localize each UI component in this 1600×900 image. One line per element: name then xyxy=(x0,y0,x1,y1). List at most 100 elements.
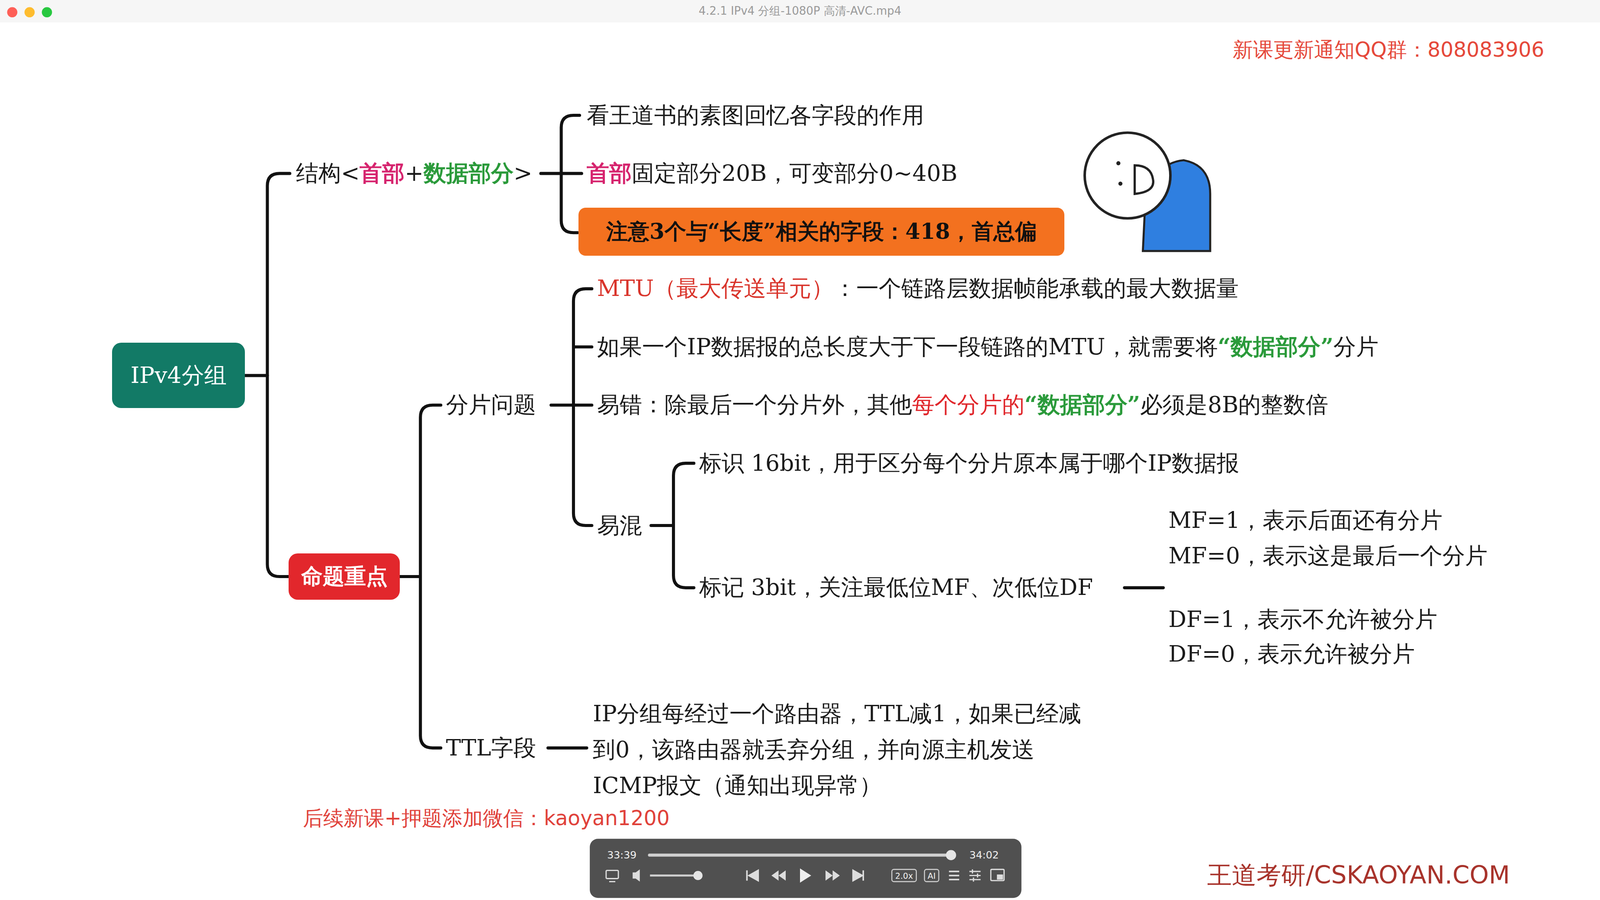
time-label: 33:39 xyxy=(607,848,637,862)
branch-text: TTL字段 xyxy=(446,732,537,764)
branch-text: 固定部分20B，可变部分0~40B xyxy=(631,158,958,189)
pip-icon xyxy=(996,874,1003,880)
cartoon-eye xyxy=(1116,161,1121,166)
node-text: IPv4分组 xyxy=(130,360,227,391)
branch-text: 看王道书的素图回忆各字段的作用 xyxy=(586,100,925,131)
watermark: 新课更新通知QQ群：808083906 xyxy=(1232,36,1545,64)
settings-icon xyxy=(969,869,981,882)
text-row: 后续新课+押题添加微信：kaoyan1200 xyxy=(302,804,670,833)
text-row: MF=1，表示后面还有分片 xyxy=(1168,505,1443,536)
bracket xyxy=(400,404,441,748)
branch-text: 标记 3bit，关注最低位MF、次低位DF xyxy=(699,572,1094,603)
bracket xyxy=(651,463,694,588)
node-text: 注意3个与“长度”相关的字段：418，首总偏 xyxy=(606,217,1037,247)
leader-line xyxy=(1124,586,1164,590)
highlight-text: “数据部分” xyxy=(1024,389,1141,421)
text-row: 如果一个IP数据报的总长度大于下一段链路的MTU，就需要将“数据部分”分片 xyxy=(597,331,1379,363)
speed-label: 2.0x xyxy=(895,870,913,881)
text-row: 2.0x xyxy=(895,870,913,881)
list-icon xyxy=(948,871,960,880)
branch-text: 如果一个IP数据报的总长度大于下一段链路的MTU，就需要将 xyxy=(597,331,1218,363)
connector xyxy=(244,375,289,577)
branch-text: DF=0，表示允许被分片 xyxy=(1168,639,1415,670)
forward-icon xyxy=(825,870,840,881)
player-panel xyxy=(589,838,1022,899)
progress-track xyxy=(648,853,955,857)
branch-text: 结构< xyxy=(295,158,360,189)
text-row: DF=1，表示不允许被分片 xyxy=(1168,604,1438,635)
window-title: 4.2.1 IPv4 分组-1080P 高清-AVC.mp4 xyxy=(698,3,902,19)
minimize-dot xyxy=(24,7,36,18)
branch-text: DF=1，表示不允许被分片 xyxy=(1168,604,1438,635)
branch-text: 分片 xyxy=(1333,331,1379,363)
branch-text: 易错：除最后一个分片外，其他 xyxy=(597,389,913,421)
progress-thumb xyxy=(945,849,957,861)
skip-end-icon xyxy=(853,870,864,881)
branch-text: IP分组每经过一个路由器，TTL减1，如果已经减 到0，该路由器就丢弃分组，并向… xyxy=(592,700,1082,798)
highlight-text: MTU（最大传送单元） xyxy=(597,273,834,304)
branch-text: ：一个链路层数据帧能承载的最大数据量 xyxy=(833,273,1239,304)
root-box: IPv4分组 xyxy=(112,342,245,409)
text-row: IP分组每经过一个路由器，TTL减1，如果已经减 到0，该路由器就丢弃分组，并向… xyxy=(592,695,1086,804)
highlight-text: 首部 xyxy=(586,158,632,189)
watermark: 王道考研/CSKAOYAN.COM xyxy=(1207,859,1511,893)
text-row: 4.2.1 IPv4 分组-1080P 高清-AVC.mp4 xyxy=(698,3,902,19)
rewind-icon xyxy=(771,870,786,881)
play-icon xyxy=(800,868,812,883)
text-row: 标识 16bit，用于区分每个分片原本属于哪个IP数据报 xyxy=(699,448,1240,479)
text-row: 看王道书的素图回忆各字段的作用 xyxy=(586,100,925,131)
pip-icon xyxy=(990,869,1005,881)
branch-text: 易混 xyxy=(597,510,643,541)
text-row: MF=0，表示这是最后一个分片 xyxy=(1168,540,1488,572)
branch-text: > xyxy=(513,160,533,187)
text-row: 新课更新通知QQ群：808083906 xyxy=(1232,36,1545,64)
text-row: AI xyxy=(927,870,936,881)
cartoon-eye xyxy=(1118,181,1123,186)
screen-icon xyxy=(609,880,616,883)
speed-badge xyxy=(891,869,917,882)
highlight-text: 数据部分 xyxy=(423,158,514,189)
highlight-band: 注意3个与“长度”相关的字段：418，首总偏 xyxy=(578,207,1065,256)
cartoon-face xyxy=(1084,132,1171,219)
bracket xyxy=(551,288,592,526)
time-label: 34:02 xyxy=(969,848,999,862)
zoom-dot xyxy=(41,7,53,18)
volume-thumb xyxy=(693,870,703,881)
branch-text: MF=0，表示这是最后一个分片 xyxy=(1168,540,1488,572)
branch-text: 分片问题 xyxy=(446,389,537,421)
text-row: TTL字段 xyxy=(446,732,537,764)
player-bar xyxy=(589,838,1022,899)
ai-label: AI xyxy=(927,870,936,881)
topic-box: 命题重点 xyxy=(288,553,400,600)
branch-text: + xyxy=(404,160,424,187)
branch-text: 标识 16bit，用于区分每个分片原本属于哪个IP数据报 xyxy=(699,448,1240,479)
text-row: MTU（最大传送单元）：一个链路层数据帧能承载的最大数据量 xyxy=(597,273,1239,304)
speaker-icon xyxy=(632,869,640,882)
text-row: 标记 3bit，关注最低位MF、次低位DF xyxy=(699,572,1094,603)
text-row: 易错：除最后一个分片外，其他每个分片的“数据部分”必须是8B的整数倍 xyxy=(597,389,1329,421)
watermark: 后续新课+押题添加微信：kaoyan1200 xyxy=(302,804,670,833)
title-bar xyxy=(0,0,1600,23)
cartoon-mouth xyxy=(1134,165,1154,194)
volume-track xyxy=(649,874,699,877)
highlight-text: 每个分片的 xyxy=(912,389,1025,421)
bracket xyxy=(540,115,582,233)
text-row: 34:02 xyxy=(969,848,999,862)
cartoon xyxy=(1084,132,1211,252)
brackets xyxy=(267,115,1164,748)
highlight-text: 首部 xyxy=(359,158,405,189)
branch-text: MF=1，表示后面还有分片 xyxy=(1168,505,1443,536)
text-row: 33:39 xyxy=(607,848,637,862)
text-row: 王道考研/CSKAOYAN.COM xyxy=(1207,859,1511,893)
text-row: 分片问题 xyxy=(446,389,537,421)
screen-icon xyxy=(606,870,619,879)
text-row: 易混 xyxy=(597,510,643,541)
bracket xyxy=(267,173,290,376)
node-text: 命题重点 xyxy=(301,562,388,592)
text-row: DF=0，表示允许被分片 xyxy=(1168,639,1415,670)
branch-text: 必须是8B的整数倍 xyxy=(1140,389,1329,421)
text-row: 结构<首部+数据部分> xyxy=(295,158,533,189)
ai-badge xyxy=(924,869,939,882)
text-row: 首部固定部分20B，可变部分0~40B xyxy=(586,158,958,189)
